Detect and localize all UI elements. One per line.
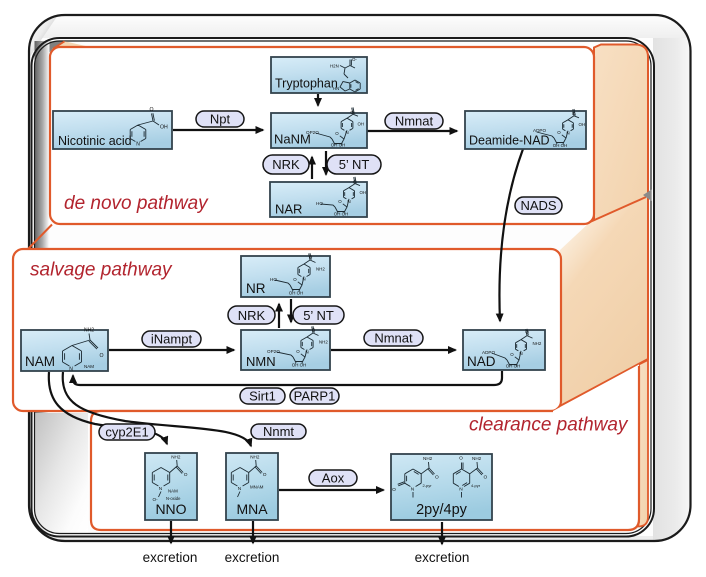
- svg-text:iNampt: iNampt: [151, 332, 193, 347]
- svg-text:O: O: [510, 352, 514, 357]
- svg-text:OP2O: OP2O: [306, 130, 319, 135]
- svg-text:NAM: NAM: [168, 489, 178, 494]
- svg-text:NH2: NH2: [423, 456, 433, 461]
- svg-text:Nnmt: Nnmt: [263, 424, 294, 439]
- svg-text:Sirt1: Sirt1: [249, 389, 276, 404]
- svg-text:NAM: NAM: [25, 354, 55, 369]
- svg-text:O: O: [263, 472, 267, 478]
- svg-text:N-oxide: N-oxide: [166, 496, 181, 501]
- svg-text:N: N: [411, 487, 415, 493]
- svg-text:NMN: NMN: [246, 354, 276, 369]
- svg-text:OH: OH: [358, 122, 365, 127]
- svg-text:5’ NT: 5’ NT: [339, 157, 370, 172]
- svg-text:N: N: [305, 349, 308, 354]
- svg-text:N: N: [347, 199, 350, 204]
- svg-text:NH2: NH2: [171, 455, 181, 460]
- svg-text:NAD: NAD: [467, 354, 496, 369]
- svg-text:N: N: [519, 351, 522, 356]
- svg-text:MNA: MNA: [236, 501, 268, 517]
- svg-text:NNO: NNO: [155, 501, 186, 517]
- svg-text:OH: OH: [160, 125, 168, 131]
- svg-text:OH OH: OH OH: [334, 212, 348, 217]
- svg-text:N: N: [345, 130, 348, 135]
- svg-text:Aox: Aox: [322, 471, 345, 486]
- svg-text:NADS: NADS: [520, 198, 556, 213]
- svg-text:O: O: [572, 111, 576, 116]
- svg-text:O: O: [338, 199, 342, 204]
- svg-text:excretion: excretion: [143, 550, 198, 565]
- svg-text:O: O: [484, 475, 488, 481]
- svg-text:O: O: [350, 110, 354, 115]
- svg-text:O: O: [392, 487, 396, 493]
- svg-text:N: N: [238, 486, 242, 492]
- svg-text:O: O: [100, 353, 104, 359]
- svg-text:cyp2E1: cyp2E1: [105, 425, 148, 440]
- svg-text:O-: O-: [352, 57, 357, 62]
- svg-text:OP2O: OP2O: [267, 349, 280, 354]
- svg-text:O: O: [435, 475, 439, 481]
- svg-text:N: N: [566, 131, 569, 136]
- svg-text:NH2: NH2: [84, 328, 94, 334]
- svg-text:O: O: [184, 472, 188, 478]
- svg-text:NAR: NAR: [275, 202, 302, 217]
- svg-text:N: N: [302, 276, 305, 281]
- svg-text:HO: HO: [270, 277, 277, 282]
- svg-text:ADPO: ADPO: [533, 128, 546, 133]
- svg-text:N: N: [136, 142, 140, 148]
- svg-text:O: O: [557, 130, 561, 135]
- svg-text:OH OH: OH OH: [289, 291, 303, 296]
- svg-text:2py/4py: 2py/4py: [416, 502, 468, 518]
- svg-text:O: O: [309, 255, 313, 260]
- svg-text:Deamide-NAD: Deamide-NAD: [469, 134, 550, 148]
- svg-text:H2N: H2N: [330, 64, 339, 69]
- svg-text:2-pyr: 2-pyr: [423, 483, 433, 488]
- svg-text:Nmnat: Nmnat: [374, 331, 413, 346]
- svg-text:NH2: NH2: [316, 267, 325, 272]
- svg-text:O: O: [459, 456, 463, 462]
- svg-text:O: O: [149, 107, 153, 113]
- svg-text:O: O: [296, 349, 300, 354]
- svg-text:NR: NR: [246, 281, 266, 296]
- svg-text:N: N: [69, 366, 73, 372]
- svg-text:salvage pathway: salvage pathway: [30, 260, 173, 281]
- svg-text:O: O: [525, 330, 529, 335]
- svg-text:NH2: NH2: [472, 456, 482, 461]
- svg-text:excretion: excretion: [415, 550, 470, 565]
- svg-text:O-: O-: [153, 497, 159, 502]
- svg-text:NRK: NRK: [238, 308, 266, 323]
- svg-text:N: N: [459, 487, 463, 493]
- svg-text:PARP1: PARP1: [294, 389, 336, 404]
- svg-text:excretion: excretion: [225, 550, 280, 565]
- svg-text:NaNM: NaNM: [274, 132, 311, 147]
- svg-text:4-pyr: 4-pyr: [471, 483, 481, 488]
- svg-text:clearance pathway: clearance pathway: [469, 415, 629, 436]
- svg-text:OH: OH: [579, 122, 586, 127]
- svg-text:HN: HN: [333, 86, 339, 91]
- svg-text:NH2: NH2: [533, 341, 542, 346]
- svg-text:de novo pathway: de novo pathway: [64, 193, 209, 214]
- svg-text:OH OH: OH OH: [292, 363, 306, 368]
- svg-text:OH OH: OH OH: [506, 364, 520, 369]
- svg-text:HO: HO: [316, 201, 323, 206]
- svg-text:OH: OH: [360, 190, 367, 195]
- svg-text:NAM: NAM: [84, 364, 94, 369]
- svg-text:O: O: [335, 131, 339, 136]
- svg-text:NH2: NH2: [319, 340, 328, 345]
- svg-text:5’ NT: 5’ NT: [303, 308, 334, 323]
- svg-text:OH OH: OH OH: [331, 143, 345, 148]
- svg-text:O: O: [353, 180, 357, 185]
- svg-text:O: O: [312, 328, 316, 333]
- svg-text:NRK: NRK: [272, 157, 300, 172]
- svg-text:Nmnat: Nmnat: [395, 114, 434, 129]
- svg-text:Npt: Npt: [210, 112, 231, 127]
- svg-text:OH OH: OH OH: [553, 143, 567, 148]
- svg-text:N: N: [159, 486, 163, 492]
- svg-text:NH2: NH2: [250, 455, 260, 460]
- svg-text:O: O: [293, 277, 297, 282]
- svg-text:MNAM: MNAM: [250, 485, 264, 490]
- svg-text:Nicotinic acid: Nicotinic acid: [58, 134, 132, 148]
- svg-text:ADPO: ADPO: [482, 350, 495, 355]
- svg-text:Tryptophan: Tryptophan: [275, 77, 338, 91]
